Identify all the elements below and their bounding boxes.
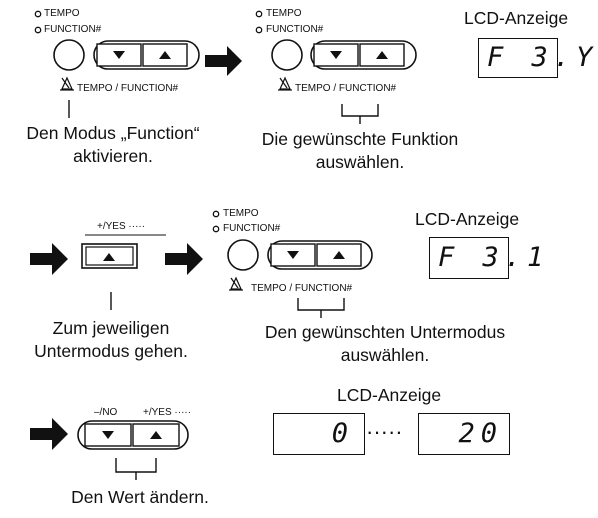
step2-caption-line1: Die gewünschte Funktion: [261, 129, 459, 149]
tempo-function-button-label: TEMPO / FUNCTION#: [251, 283, 353, 294]
bracket-line: [297, 298, 345, 311]
metronome-icon: [60, 76, 74, 91]
step3-caption-line1: Zum jeweiligen: [52, 318, 170, 338]
step-arrow-icon: [30, 418, 68, 450]
tempo-led-icon: [255, 10, 263, 18]
function-led-label: FUNCTION#: [266, 24, 324, 35]
lcd-title: LCD-Anzeige: [464, 8, 569, 28]
lcd-value-min: 0: [331, 418, 354, 449]
function-led-icon: [212, 225, 220, 233]
lcd-display: F 3.Y: [478, 38, 592, 78]
yes-label: +/YES ·····: [97, 221, 146, 232]
lcd-value: F 3.1: [438, 242, 550, 273]
tempo-led-icon: [212, 210, 220, 218]
lcd-title: LCD-Anzeige: [415, 209, 520, 229]
up-arrow-icon: [150, 431, 162, 439]
range-dots: ·····: [366, 419, 403, 444]
down-arrow-icon: [102, 431, 114, 439]
tempo-function-button-label: TEMPO / FUNCTION#: [77, 83, 179, 94]
up-arrow-icon: [376, 51, 388, 59]
yes-label: +/YES ·····: [143, 407, 192, 418]
metronome-icon: [278, 76, 292, 91]
no-label: –/NO: [94, 407, 118, 418]
lcd-value-max: 20: [458, 418, 503, 449]
step-arrow-icon: [205, 46, 242, 76]
tempo-function-button[interactable]: [227, 239, 259, 271]
up-arrow-icon: [159, 51, 171, 59]
up-arrow-icon: [333, 251, 345, 259]
step4-caption-line1: Den gewünschten Untermodus: [264, 322, 506, 342]
down-arrow-icon: [113, 51, 125, 59]
diagram-graphics: [30, 10, 417, 480]
bracket-line: [115, 458, 157, 473]
tempo-function-button[interactable]: [271, 39, 303, 71]
arrow-button-pair[interactable]: [267, 240, 373, 270]
lcd-title: LCD-Anzeige: [337, 385, 442, 405]
step5-caption: Den Wert ändern.: [71, 487, 209, 507]
step2-caption-line2: auswählen.: [315, 152, 405, 172]
function-led-label: FUNCTION#: [44, 24, 102, 35]
tempo-led-label: TEMPO: [44, 8, 80, 19]
down-arrow-icon: [287, 251, 299, 259]
yes-button[interactable]: [81, 243, 138, 269]
metronome-icon: [229, 276, 243, 291]
arrow-button-pair[interactable]: [310, 40, 417, 70]
step1-caption-line2: aktivieren.: [73, 146, 153, 166]
step4-caption-line2: auswählen.: [340, 345, 430, 365]
tempo-function-button[interactable]: [53, 39, 85, 71]
arrow-button-pair[interactable]: [93, 40, 200, 70]
function-led-label: FUNCTION#: [223, 223, 281, 234]
step-arrow-icon: [165, 243, 203, 275]
function-led-icon: [255, 26, 263, 34]
step1-caption-line1: Den Modus „Function“: [26, 123, 200, 143]
arrow-button-pair[interactable]: [77, 420, 189, 450]
tempo-led-label: TEMPO: [266, 8, 302, 19]
step3-caption-line2: Untermodus gehen.: [34, 341, 188, 361]
lcd-display: F 3.1: [429, 237, 543, 279]
lcd-display-min: 0: [273, 413, 365, 455]
lcd-value: F 3.Y: [487, 42, 598, 73]
step-arrow-icon: [30, 243, 68, 275]
tempo-led-label: TEMPO: [223, 208, 259, 219]
tempo-function-button-label: TEMPO / FUNCTION#: [295, 83, 397, 94]
bracket-line: [341, 104, 379, 117]
tempo-led-icon: [34, 10, 42, 18]
down-arrow-icon: [330, 51, 342, 59]
up-arrow-icon: [103, 253, 115, 261]
function-led-icon: [34, 26, 42, 34]
lcd-display-max: 20: [418, 413, 510, 455]
